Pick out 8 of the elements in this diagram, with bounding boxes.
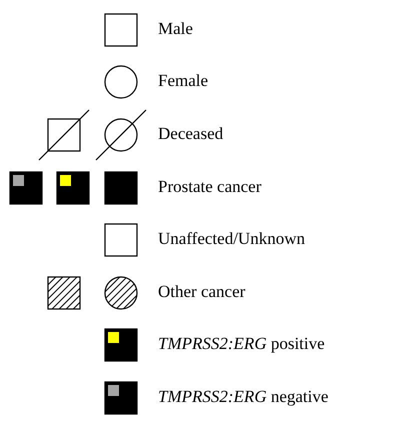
legend-text: TMPRSS2:ERG negative — [158, 387, 328, 407]
legend-text: Deceased — [158, 124, 224, 144]
legend-text: Male — [158, 19, 193, 39]
legend-text: Unaffected/Unknown — [158, 229, 305, 249]
legend-text: Female — [158, 71, 208, 91]
legend-text: Prostate cancer — [158, 177, 262, 197]
legend-text: Other cancer — [158, 282, 246, 302]
legend-text: TMPRSS2:ERG positive — [158, 334, 325, 354]
